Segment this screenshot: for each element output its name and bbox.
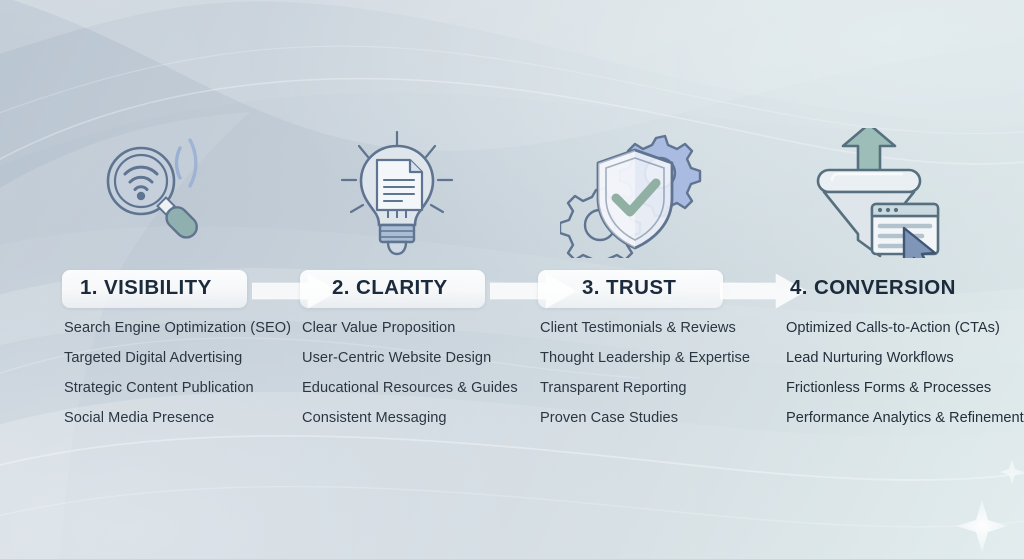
list-item: Search Engine Optimization (SEO) [64,320,292,336]
list-item: Lead Nurturing Workflows [786,350,954,366]
icon-container [62,128,302,258]
stage-column-clarity[interactable]: 2. CLARITY Clear Value Proposition User-… [300,0,578,559]
heading-band [300,270,485,308]
four-point-star-sparkle [956,500,1008,552]
column-list-trust: Client Testimonials & Reviews Thought Le… [540,319,780,439]
four-point-star-sparkle-small [1000,460,1024,484]
column-heading-conversion: 4. CONVERSION [790,276,956,299]
list-item: Social Media Presence [64,410,215,426]
icon-container [776,128,1024,258]
shield-check-gears-icon [560,134,702,258]
list-item: Optimized Calls-to-Action (CTAs) [786,320,1000,336]
stage-column-conversion[interactable]: 4. CONVERSION Optimized Calls-to-Action … [776,0,1024,559]
heading-band [538,270,723,308]
column-heading-clarity: 2. CLARITY [332,276,448,299]
connector-arrow-3 [720,273,808,309]
list-item: Clear Value Proposition [302,320,456,336]
column-list-visibility: Search Engine Optimization (SEO) Targete… [64,319,304,439]
list-item: Performance Analytics & Refinement [786,410,1024,426]
funnel-arrow-cursor-icon [816,128,940,258]
column-list-conversion: Optimized Calls-to-Action (CTAs) Lead Nu… [786,319,1024,439]
heading-band [62,270,247,308]
column-list-clarity: Clear Value Proposition User-Centric Web… [302,319,542,439]
list-item: Client Testimonials & Reviews [540,320,736,336]
list-item: Consistent Messaging [302,410,447,426]
stage-column-trust[interactable]: 3. TRUST Client Testimonials & Reviews T… [538,0,808,559]
icon-container [538,128,778,258]
list-item: Thought Leadership & Expertise [540,350,750,366]
column-heading-visibility: 1. VISIBILITY [80,276,212,299]
list-item: Strategic Content Publication [64,380,254,396]
list-item: Educational Resources & Guides [302,380,518,396]
list-item: Frictionless Forms & Processes [786,380,992,396]
list-item: Proven Case Studies [540,410,679,426]
list-item: Transparent Reporting [540,380,687,396]
icon-container [300,128,540,258]
list-item: User-Centric Website Design [302,350,492,366]
lightbulb-document-icon [340,130,454,256]
magnifying-glass-wifi-icon [106,138,198,239]
list-item: Targeted Digital Advertising [64,350,243,366]
stage-column-visibility[interactable]: 1. VISIBILITY Search Engine Optimization… [62,0,340,559]
column-heading-trust: 3. TRUST [582,276,677,299]
